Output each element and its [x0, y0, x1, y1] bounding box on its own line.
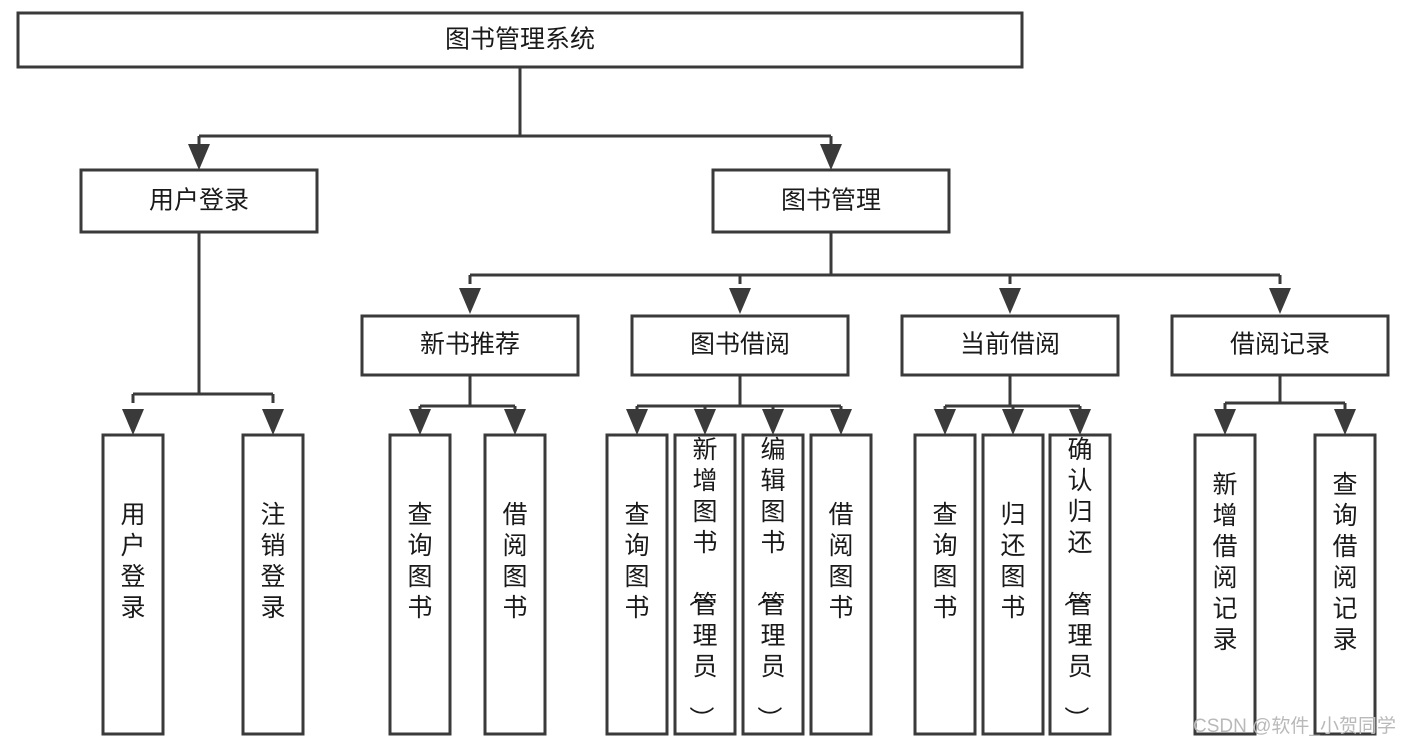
- node-user-login[interactable]: 用户登录: [79, 168, 319, 234]
- leaf-new-book-2-box[interactable]: [483, 433, 547, 736]
- node-borrow-record-box[interactable]: [1170, 314, 1390, 377]
- leaf-user-login-1[interactable]: 用户登录: [101, 433, 165, 736]
- leaf-new-book-2[interactable]: 借阅图书: [483, 433, 547, 736]
- node-root-system-label: 图书管理系统: [445, 26, 595, 54]
- arrow-bb-leaf-1: [626, 409, 648, 435]
- leaf-borrow-record-2-box[interactable]: [1313, 433, 1377, 736]
- leaf-user-login-2-box[interactable]: [241, 433, 305, 736]
- leaf-borrow-record-1-box[interactable]: [1193, 433, 1257, 736]
- node-new-book-recommend[interactable]: 新书推荐: [360, 314, 580, 377]
- arrow-bm-to-current-borrow: [999, 288, 1021, 314]
- connector-layer: [122, 67, 1356, 435]
- arrow-user-login-leaf-1: [122, 409, 144, 435]
- arrow-newbook-leaf-2: [504, 409, 526, 435]
- leaf-borrow-record-2[interactable]: 查询借阅记录: [1313, 433, 1377, 736]
- leaf-book-borrow-1-box[interactable]: [605, 433, 669, 736]
- leaf-current-borrow-3[interactable]: 确认归还（管理员）: [1048, 433, 1112, 736]
- leaf-new-book-2-label: 借阅图书: [502, 501, 527, 622]
- leaf-book-borrow-4-label: 借阅图书: [828, 501, 853, 622]
- node-current-borrow-box[interactable]: [900, 314, 1120, 377]
- csdn-watermark: CSDN @软件_小贺同学: [1193, 715, 1396, 737]
- leaf-new-book-1-box[interactable]: [388, 433, 452, 736]
- arrow-br-leaf-1: [1214, 409, 1236, 435]
- leaf-current-borrow-1-box[interactable]: [913, 433, 977, 736]
- node-current-borrow-label: 当前借阅: [960, 331, 1060, 359]
- leaf-borrow-record-1[interactable]: 新增借阅记录: [1193, 433, 1257, 736]
- node-new-book-recommend-label: 新书推荐: [420, 331, 520, 359]
- leaf-book-borrow-2-label: 新增图书（管理员）: [686, 436, 717, 731]
- arrow-cb-leaf-2: [1002, 409, 1024, 435]
- arrow-user-login-leaf-2: [262, 409, 284, 435]
- leaf-current-borrow-1-label: 查询图书: [932, 501, 957, 622]
- node-current-borrow[interactable]: 当前借阅: [900, 314, 1120, 377]
- leaf-book-borrow-1[interactable]: 查询图书: [605, 433, 669, 736]
- arrow-bm-to-book-borrow: [729, 288, 751, 314]
- leaf-current-borrow-3-label: 确认归还（管理员）: [1061, 436, 1092, 731]
- leaf-book-borrow-3[interactable]: 编辑图书（管理员）: [741, 433, 805, 736]
- node-user-login-box[interactable]: [79, 168, 319, 234]
- arrow-cb-leaf-3: [1069, 409, 1091, 435]
- leaf-new-book-1-label: 查询图书: [407, 501, 432, 622]
- leaf-borrow-record-1-label: 新增借阅记录: [1212, 471, 1237, 654]
- node-book-management[interactable]: 图书管理: [711, 168, 951, 234]
- node-new-book-recommend-box[interactable]: [360, 314, 580, 377]
- node-root-system[interactable]: 图书管理系统: [16, 11, 1024, 69]
- arrow-cb-leaf-1: [934, 409, 956, 435]
- node-book-management-label: 图书管理: [781, 187, 881, 215]
- node-book-management-box[interactable]: [711, 168, 951, 234]
- arrow-bb-leaf-3: [762, 409, 784, 435]
- node-root-system-box[interactable]: [16, 11, 1024, 69]
- node-book-borrow[interactable]: 图书借阅: [630, 314, 850, 377]
- node-borrow-record[interactable]: 借阅记录: [1170, 314, 1390, 377]
- node-borrow-record-label: 借阅记录: [1230, 331, 1330, 359]
- leaf-new-book-1[interactable]: 查询图书: [388, 433, 452, 736]
- leaf-book-borrow-2-box[interactable]: [673, 433, 737, 736]
- leaf-user-login-2[interactable]: 注销登录: [241, 433, 305, 736]
- leaf-book-borrow-3-label: 编辑图书（管理员）: [754, 436, 785, 731]
- arrow-br-leaf-2: [1334, 409, 1356, 435]
- leaf-book-borrow-4-box[interactable]: [809, 433, 873, 736]
- arrow-root-to-user-login: [188, 144, 210, 170]
- leaf-current-borrow-3-box[interactable]: [1048, 433, 1112, 736]
- node-book-borrow-box[interactable]: [630, 314, 850, 377]
- leaf-book-borrow-3-box[interactable]: [741, 433, 805, 736]
- leaf-borrow-record-2-label: 查询借阅记录: [1332, 471, 1357, 654]
- leaf-current-borrow-2-label: 归还图书: [1000, 501, 1025, 622]
- node-user-login-label: 用户登录: [149, 187, 249, 215]
- leaf-current-borrow-2-box[interactable]: [981, 433, 1045, 736]
- arrow-bb-leaf-4: [830, 409, 852, 435]
- leaf-user-login-2-label: 注销登录: [260, 501, 285, 622]
- leaf-book-borrow-4[interactable]: 借阅图书: [809, 433, 873, 736]
- node-book-borrow-label: 图书借阅: [690, 331, 790, 359]
- arrow-newbook-leaf-1: [409, 409, 431, 435]
- leaf-current-borrow-2[interactable]: 归还图书: [981, 433, 1045, 736]
- leaf-user-login-1-label: 用户登录: [120, 501, 145, 622]
- arrow-bm-to-borrow-record: [1269, 288, 1291, 314]
- arrow-root-to-book-manage: [820, 144, 842, 170]
- arrow-bb-leaf-2: [694, 409, 716, 435]
- arrow-bm-to-new-book: [459, 288, 481, 314]
- leaf-current-borrow-1[interactable]: 查询图书: [913, 433, 977, 736]
- leaf-book-borrow-2[interactable]: 新增图书（管理员）: [673, 433, 737, 736]
- leaf-book-borrow-1-label: 查询图书: [624, 501, 649, 622]
- leaf-user-login-1-box[interactable]: [101, 433, 165, 736]
